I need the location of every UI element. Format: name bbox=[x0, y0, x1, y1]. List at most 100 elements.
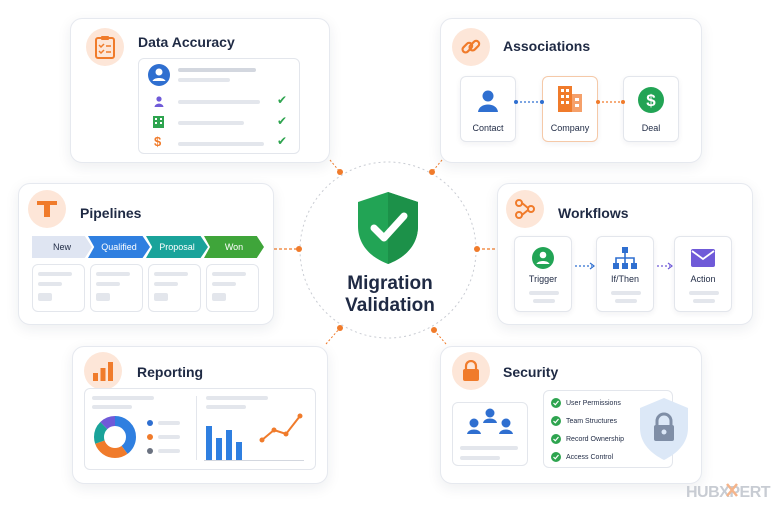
placeholder-bar bbox=[178, 78, 230, 82]
placeholder-bar bbox=[178, 142, 264, 146]
check-circle-icon bbox=[551, 452, 561, 462]
workflow-badge bbox=[506, 190, 544, 228]
placeholder-bar bbox=[154, 282, 178, 286]
stage-proposal: Proposal bbox=[146, 236, 208, 258]
trigger-node: Trigger bbox=[514, 236, 572, 312]
connector-dot bbox=[337, 325, 343, 331]
building-icon bbox=[558, 86, 582, 112]
placeholder-bar bbox=[92, 396, 154, 400]
placeholder-bar bbox=[529, 291, 559, 295]
permission-access-control: Access Control bbox=[551, 452, 613, 462]
clipboard-badge bbox=[86, 28, 124, 66]
center-title-line2: Validation bbox=[345, 295, 435, 316]
trigger-label: Trigger bbox=[528, 274, 558, 284]
bar-chart-icon bbox=[93, 362, 113, 381]
link-badge bbox=[452, 28, 490, 66]
logo-x-mark bbox=[726, 483, 738, 497]
building-icon bbox=[153, 116, 164, 128]
deal-label: Deal bbox=[641, 123, 661, 133]
dollar-icon: $ bbox=[154, 134, 162, 149]
placeholder-bar bbox=[460, 456, 500, 460]
envelope-icon bbox=[691, 249, 715, 267]
placeholder-bar bbox=[460, 446, 518, 450]
user-avatar-icon bbox=[148, 64, 170, 86]
connector-dot bbox=[337, 169, 343, 175]
check-icon: ✔ bbox=[277, 114, 288, 128]
permission-label: Record Ownership bbox=[566, 435, 624, 443]
branch-icon bbox=[613, 247, 637, 269]
legend-dots bbox=[147, 420, 180, 454]
permission-user-permissions: User Permissions bbox=[551, 398, 621, 408]
placeholder-bar bbox=[178, 68, 256, 72]
placeholder-bar bbox=[689, 291, 719, 295]
shield-check-icon bbox=[358, 192, 418, 264]
logo-part1: HUB bbox=[686, 484, 720, 501]
connector-dot bbox=[431, 327, 437, 333]
placeholder-bar bbox=[206, 405, 246, 409]
if-then-node: If/Then bbox=[596, 236, 654, 312]
check-circle-icon bbox=[551, 434, 561, 444]
stage-qualified: Qualified bbox=[88, 236, 150, 258]
action-label: Action bbox=[690, 274, 716, 284]
lock-icon bbox=[463, 360, 479, 381]
check-circle-icon bbox=[551, 416, 561, 426]
associations-title: Associations bbox=[503, 38, 591, 54]
permission-label: Access Control bbox=[566, 453, 614, 461]
placeholder-bar bbox=[154, 272, 188, 276]
report-divider bbox=[196, 396, 197, 460]
placeholder-bar bbox=[533, 299, 555, 303]
stage-new-label: New bbox=[52, 242, 71, 252]
stage-qualified-label: Qualified bbox=[101, 242, 137, 252]
placeholder-bar bbox=[206, 396, 268, 400]
placeholder-bar bbox=[212, 293, 226, 301]
stage-won: Won bbox=[204, 236, 264, 258]
person-icon bbox=[478, 90, 498, 112]
connector-dot bbox=[429, 169, 435, 175]
donut-chart bbox=[94, 416, 136, 458]
pipeline-badge bbox=[28, 190, 66, 228]
contact-label: Contact bbox=[472, 123, 504, 133]
connector-bottom-left bbox=[325, 327, 341, 345]
data-accuracy-title: Data Accuracy bbox=[138, 34, 235, 50]
person-icon bbox=[154, 96, 164, 107]
placeholder-bar bbox=[212, 272, 246, 276]
placeholder-bar bbox=[178, 100, 260, 104]
if-then-label: If/Then bbox=[610, 274, 639, 284]
team-icon bbox=[467, 408, 513, 434]
placeholder-bar bbox=[96, 272, 130, 276]
svg-text:$: $ bbox=[646, 91, 656, 110]
permission-team-structures: Team Structures bbox=[551, 416, 617, 426]
check-icon: ✔ bbox=[277, 134, 288, 148]
placeholder-bar bbox=[212, 282, 236, 286]
placeholder-bar bbox=[38, 282, 62, 286]
check-circle-icon bbox=[551, 398, 561, 408]
placeholder-bar bbox=[96, 293, 110, 301]
action-node: Action bbox=[674, 236, 732, 312]
lock-badge bbox=[452, 352, 490, 390]
mini-line-chart bbox=[259, 413, 303, 443]
security-title: Security bbox=[503, 364, 559, 380]
placeholder-bar bbox=[615, 299, 637, 303]
permission-label: User Permissions bbox=[566, 399, 621, 407]
check-icon: ✔ bbox=[277, 93, 288, 107]
stage-new: New bbox=[32, 236, 92, 258]
permission-label: Team Structures bbox=[566, 417, 617, 425]
placeholder-bar bbox=[38, 293, 52, 301]
brand-logo: HUBXPERT bbox=[686, 484, 771, 502]
reporting-badge bbox=[84, 352, 122, 390]
connector-bottom-right bbox=[433, 329, 447, 345]
center-title-line1: Migration bbox=[347, 273, 433, 294]
company-label: Company bbox=[550, 123, 590, 133]
placeholder-bar bbox=[611, 291, 641, 295]
placeholder-bar bbox=[178, 121, 244, 125]
link-icon bbox=[461, 39, 481, 54]
workflows-title: Workflows bbox=[558, 205, 629, 221]
placeholder-bar bbox=[96, 282, 120, 286]
connector-dot bbox=[474, 246, 480, 252]
placeholder-bar bbox=[92, 405, 132, 409]
contact-node: Contact bbox=[460, 76, 516, 142]
dollar-circle-icon: $ bbox=[638, 87, 664, 113]
